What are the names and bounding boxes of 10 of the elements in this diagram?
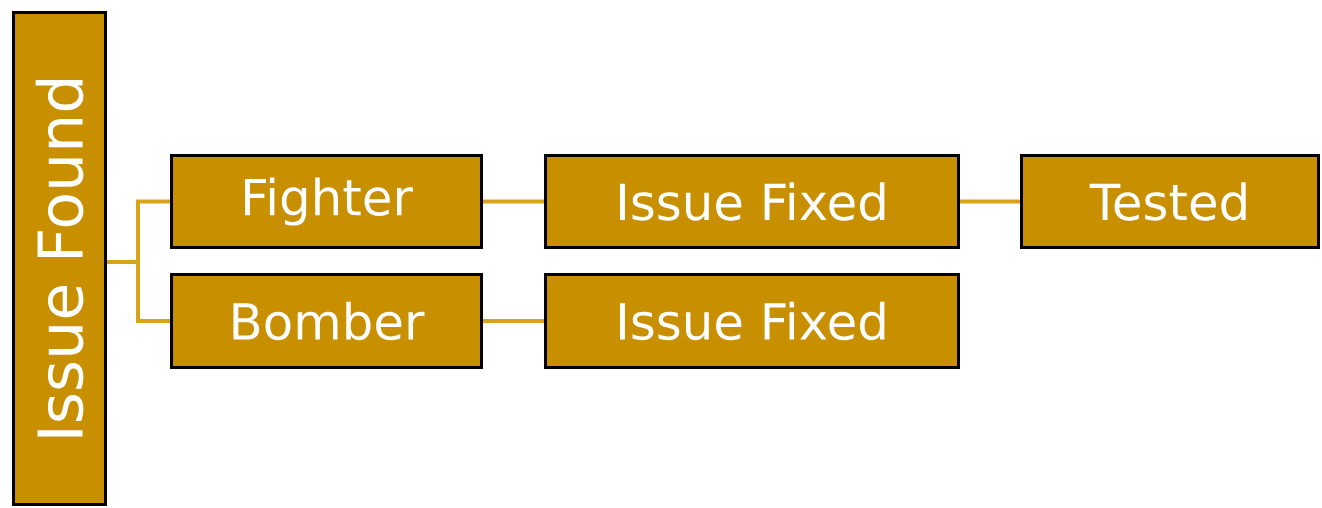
process-box: Issue Fixed: [544, 154, 960, 249]
process-box: Fighter: [170, 154, 483, 249]
process-box: Bomber: [170, 273, 483, 369]
connector-line: [107, 260, 170, 323]
connector-line: [960, 199, 1020, 204]
process-box: Issue Fixed: [544, 273, 960, 369]
process-box: Issue Found: [12, 11, 107, 506]
connector-line: [483, 319, 544, 323]
process-box: Tested: [1020, 154, 1320, 249]
connector-line: [483, 199, 544, 204]
